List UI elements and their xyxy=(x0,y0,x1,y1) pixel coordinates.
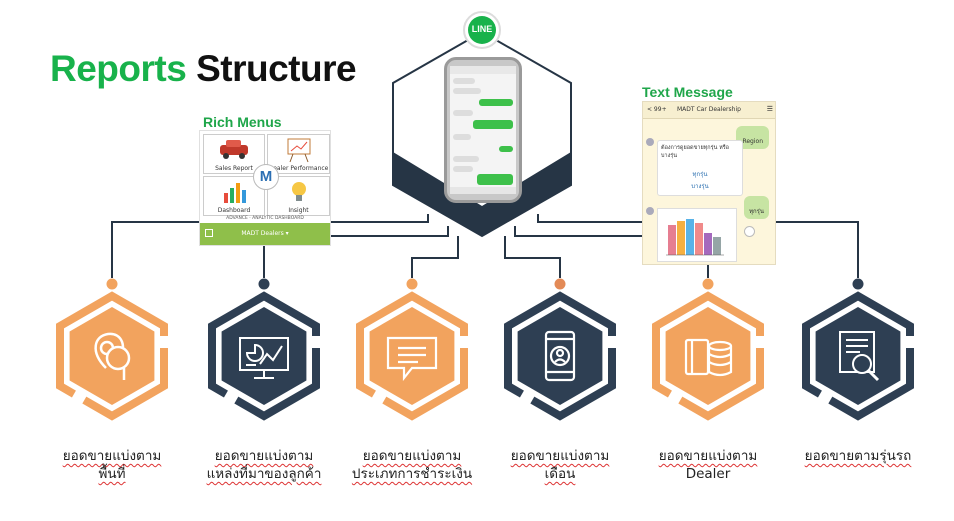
rich-menu-tile-sales: Sales Report xyxy=(203,134,265,174)
report-label: ยอดขายแบ่งตามเดือน xyxy=(510,448,610,482)
menu-icon[interactable]: ☰ xyxy=(766,105,773,113)
connector-dot xyxy=(852,278,864,290)
rich-menu-tile-insight: Insight xyxy=(267,176,330,216)
option-some[interactable]: บางรุ่น xyxy=(691,183,709,190)
report-label: ยอดขายตามรุ่นรถ xyxy=(804,448,912,464)
rich-menus-label: Rich Menus xyxy=(203,114,282,130)
connector-dot xyxy=(106,278,118,290)
report-label: ยอดขายแบ่งตามประเภทการชำระเงิน xyxy=(351,448,473,482)
share-icon[interactable] xyxy=(744,226,755,237)
report-label: ยอดขายแบ่งตามแหล่งที่มาของลูกค้า xyxy=(206,448,322,482)
bot-avatar xyxy=(646,207,654,215)
connector-dot xyxy=(406,278,418,290)
chat-title: MADT Car Dealership xyxy=(677,106,741,113)
page-title: Reports Structure xyxy=(50,48,357,89)
keyboard-icon xyxy=(205,229,213,237)
rich-menu-tile-dealer: Dealer Performance xyxy=(267,134,330,174)
phone-screen xyxy=(450,66,516,194)
rich-menu-bar[interactable]: MADT Dealers ▾ xyxy=(200,223,330,245)
line-badge: LINE xyxy=(463,11,501,49)
car-icon xyxy=(220,140,248,159)
report-label: ยอดขายแบ่งตามพื้นที่ xyxy=(62,448,162,482)
bubble-reply: ทุกรุ่น xyxy=(744,196,769,219)
bot-avatar xyxy=(646,138,654,146)
chat-header: < 99+ MADT Car Dealership ☰ xyxy=(643,102,775,119)
option-all[interactable]: ทุกรุ่น xyxy=(692,171,708,178)
text-message-label: Text Message xyxy=(642,84,733,100)
rich-menu-image: Sales Report Dealer Performance Dashboar… xyxy=(199,130,331,246)
prompt-card: ต้องการดูยอดขายทุกรุ่น หรือ บางรุ่น ทุกร… xyxy=(657,140,743,196)
hex-base-chevron xyxy=(393,152,571,236)
presentation-board-icon xyxy=(287,138,311,163)
rich-menu-tile-dashboard: Dashboard xyxy=(203,176,265,216)
connector-dot xyxy=(702,278,714,290)
lightbulb-icon xyxy=(292,182,306,201)
text-message-screenshot: < 99+ MADT Car Dealership ☰ Region ต้องก… xyxy=(642,101,776,265)
connector-dot xyxy=(258,278,270,290)
bar-chart-icon xyxy=(224,183,246,203)
back-button[interactable]: < 99+ xyxy=(647,106,667,113)
madt-logo: M xyxy=(253,164,279,190)
bubble-region: Region xyxy=(736,126,769,149)
chart-image xyxy=(657,208,737,262)
mini-bar-chart xyxy=(666,219,724,256)
phone-mockup xyxy=(444,57,522,203)
connector-dot xyxy=(554,278,566,290)
line-logo-text: LINE xyxy=(471,24,493,34)
